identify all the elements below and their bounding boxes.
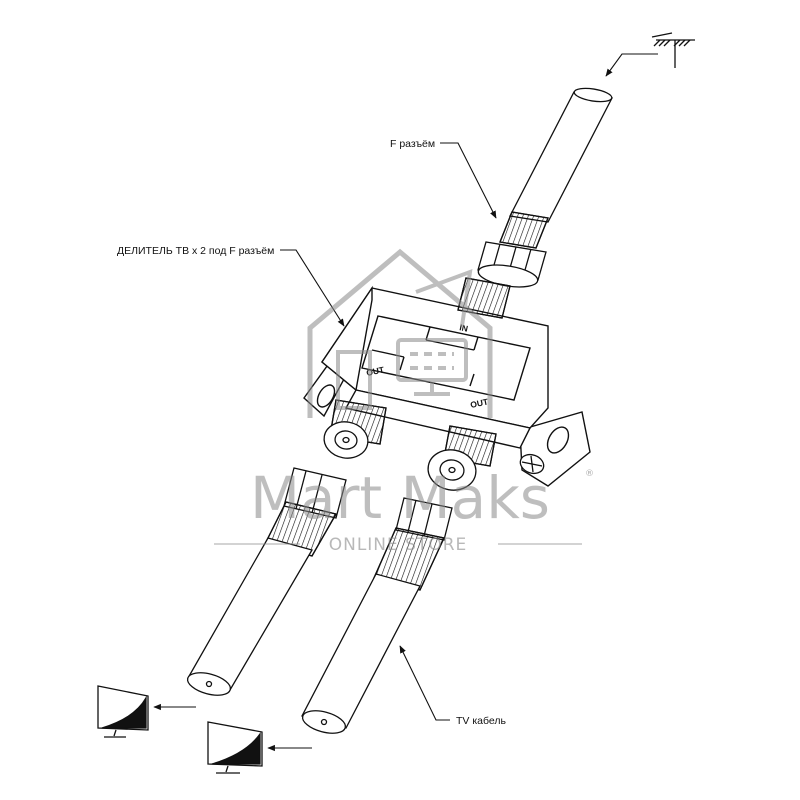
watermark-brand: Mart Maks [250,464,550,532]
f-connector-label: F разъём [390,138,435,150]
f-connector-leader [440,142,497,219]
input-f-connector-icon [477,241,547,288]
splitter-label: ДЕЛИТЕЛЬ ТВ x 2 под F разъём [117,245,274,257]
port-out-right-label: OUT [469,396,489,410]
tv-icon-left [97,685,149,738]
port-in-label: IN [459,322,469,334]
watermark: Mart Maks ® ONLINE STORE [214,248,594,555]
out-port-left-icon [323,399,387,459]
input-cable [499,87,613,249]
output-cable-right [301,497,453,734]
tv-icon-right [207,721,263,774]
in-port-thread-icon [457,277,511,319]
tv-cable-label: TV кабель [456,715,507,727]
splitter-leader [280,249,345,327]
antenna-leader-arrow [605,53,658,77]
out-port-right-icon [427,425,497,491]
watermark-registered: ® [585,469,594,479]
watermark-house-icon [307,248,493,418]
watermark-tagline: ONLINE STORE [329,535,468,555]
tv-cable-leader [399,645,450,721]
antenna-icon [651,32,695,68]
screw-icon [519,453,545,475]
output-cable-left [186,467,347,696]
